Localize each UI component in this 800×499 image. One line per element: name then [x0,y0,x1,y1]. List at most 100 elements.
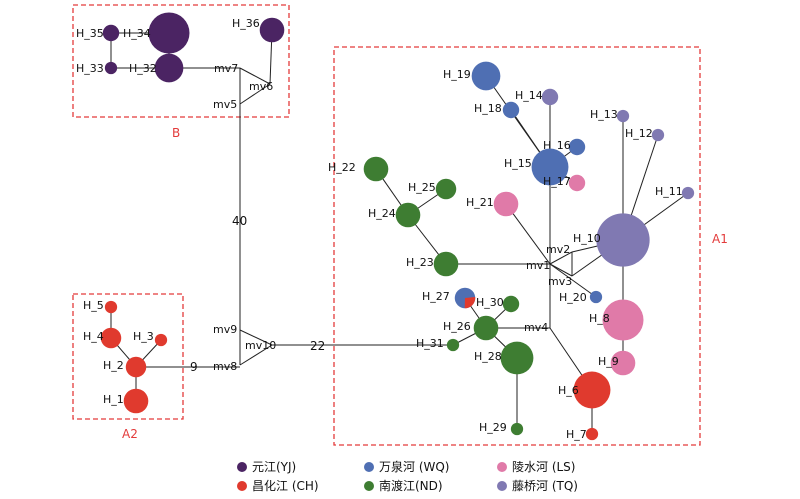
legend-swatch-tq [497,481,507,491]
haplotype-label-h29: H_29 [479,421,507,434]
legend-swatch-nd [364,481,374,491]
group-box-a2 [72,293,184,420]
mv-label-mv9: mv9 [213,323,237,336]
haplotype-node-h14 [541,88,559,106]
haplotype-node-h19 [471,61,501,91]
haplotype-node-h25 [435,178,457,200]
haplotype-label-h9: H_9 [598,355,619,368]
haplotype-label-h22: H_22 [328,161,356,174]
edge-mv1-mv3 [549,263,573,277]
mv-label-mv7: mv7 [214,62,238,75]
legend-label-ch: 昌化江 (CH) [252,479,319,493]
haplotype-label-h32: H_32 [129,62,157,75]
legend-label-yj: 元江(YJ) [252,460,296,474]
group-label-b: B [172,126,180,140]
haplotype-label-h10: H_10 [573,232,601,245]
haplotype-label-h30: H_30 [476,296,504,309]
haplotype-node-h20 [589,290,603,304]
haplotype-label-h35: H_35 [76,27,104,40]
haplotype-node-h23 [433,251,459,277]
mutation-count-40: 40 [232,214,247,228]
legend-label-tq: 藤桥河 (TQ) [512,479,578,493]
haplotype-label-h15: H_15 [504,157,532,170]
haplotype-label-h33: H_33 [76,62,104,75]
edge-mv1-h20 [549,263,597,298]
haplotype-node-h31 [446,338,460,352]
haplotype-label-h23: H_23 [406,256,434,269]
mv-label-mv8: mv8 [213,360,237,373]
haplotype-label-h17: H_17 [543,175,571,188]
haplotype-node-h13 [616,109,630,123]
mv-label-mv6: mv6 [249,80,273,93]
haplotype-label-h14: H_14 [515,89,543,102]
group-label-a1: A1 [712,232,728,246]
haplotype-node-h6 [573,371,611,409]
haplotype-node-h22 [363,156,389,182]
mutation-count-22: 22 [310,339,325,353]
haplotype-node-h16 [568,138,586,156]
group-box-a1 [333,46,701,446]
legend-swatch-wq [364,462,374,472]
haplotype-node-h35 [102,24,120,42]
group-box-b [72,4,290,118]
mv-label-mv1: mv1 [526,259,550,272]
haplotype-node-h30 [502,295,520,313]
haplotype-label-h11: H_11 [655,185,683,198]
mv-label-mv5: mv5 [213,98,237,111]
haplotype-label-h6: H_6 [558,384,579,397]
legend-label-ls: 陵水河 (LS) [512,460,575,474]
haplotype-node-h33 [104,61,118,75]
haplotype-node-h29 [510,422,524,436]
legend-swatch-ls [497,462,507,472]
haplotype-node-h27-ch-wedge [464,296,476,309]
haplotype-node-h8 [602,299,644,341]
haplotype-label-h2: H_2 [103,359,124,372]
haplotype-label-h12: H_12 [625,127,653,140]
haplotype-label-h27: H_27 [422,290,450,303]
haplotype-label-h8: H_8 [589,312,610,325]
haplotype-node-h17 [568,174,586,192]
haplotype-node-h36 [259,17,285,43]
haplotype-node-h15 [531,148,569,186]
haplotype-label-h28: H_28 [474,350,502,363]
haplotype-node-h34 [148,12,190,54]
edge-mv8-mv10 [239,344,273,366]
haplotype-label-h3: H_3 [133,330,154,343]
mutation-count-9: 9 [190,360,198,374]
edge-mv9-mv10 [239,329,273,346]
haplotype-label-h5: H_5 [83,299,104,312]
haplotype-node-h4 [100,327,122,349]
group-label-a2: A2 [122,427,138,441]
legend-swatch-yj [237,462,247,472]
haplotype-node-h1 [123,388,149,414]
legend-swatch-ch [237,481,247,491]
haplotype-node-h11 [681,186,695,200]
mv-label-mv4: mv4 [524,321,548,334]
haplotype-label-h7: H_7 [566,428,587,441]
haplotype-node-h7 [585,427,599,441]
haplotype-label-h20: H_20 [559,291,587,304]
haplotype-node-h32 [154,53,184,83]
mv-label-mv3: mv3 [548,275,572,288]
haplotype-label-h13: H_13 [590,108,618,121]
edge-mv7-mv6 [239,67,271,85]
haplotype-node-h18 [502,101,520,119]
haplotype-node-h28 [500,341,534,375]
haplotype-label-h4: H_4 [83,330,104,343]
haplotype-node-h3 [154,333,168,347]
haplotype-label-h19: H_19 [443,68,471,81]
haplotype-label-h36: H_36 [232,17,260,30]
haplotype-label-h34: H_34 [123,27,151,40]
edge-mv6-mv5 [239,83,271,105]
haplotype-node-h26 [473,315,499,341]
edge-h21-mv1 [505,203,551,265]
mv-label-mv10: mv10 [245,339,276,352]
legend-label-nd: 南渡江(ND) [379,478,443,493]
haplotype-node-h12 [651,128,665,142]
haplotype-label-h21: H_21 [466,196,494,209]
haplotype-label-h25: H_25 [408,181,436,194]
legend: 元江(YJ) 昌化江 (CH) 万泉河 (WQ) 南渡江(ND) 陵水河 (LS… [237,460,578,493]
edge-mv1-mv2 [549,251,573,265]
